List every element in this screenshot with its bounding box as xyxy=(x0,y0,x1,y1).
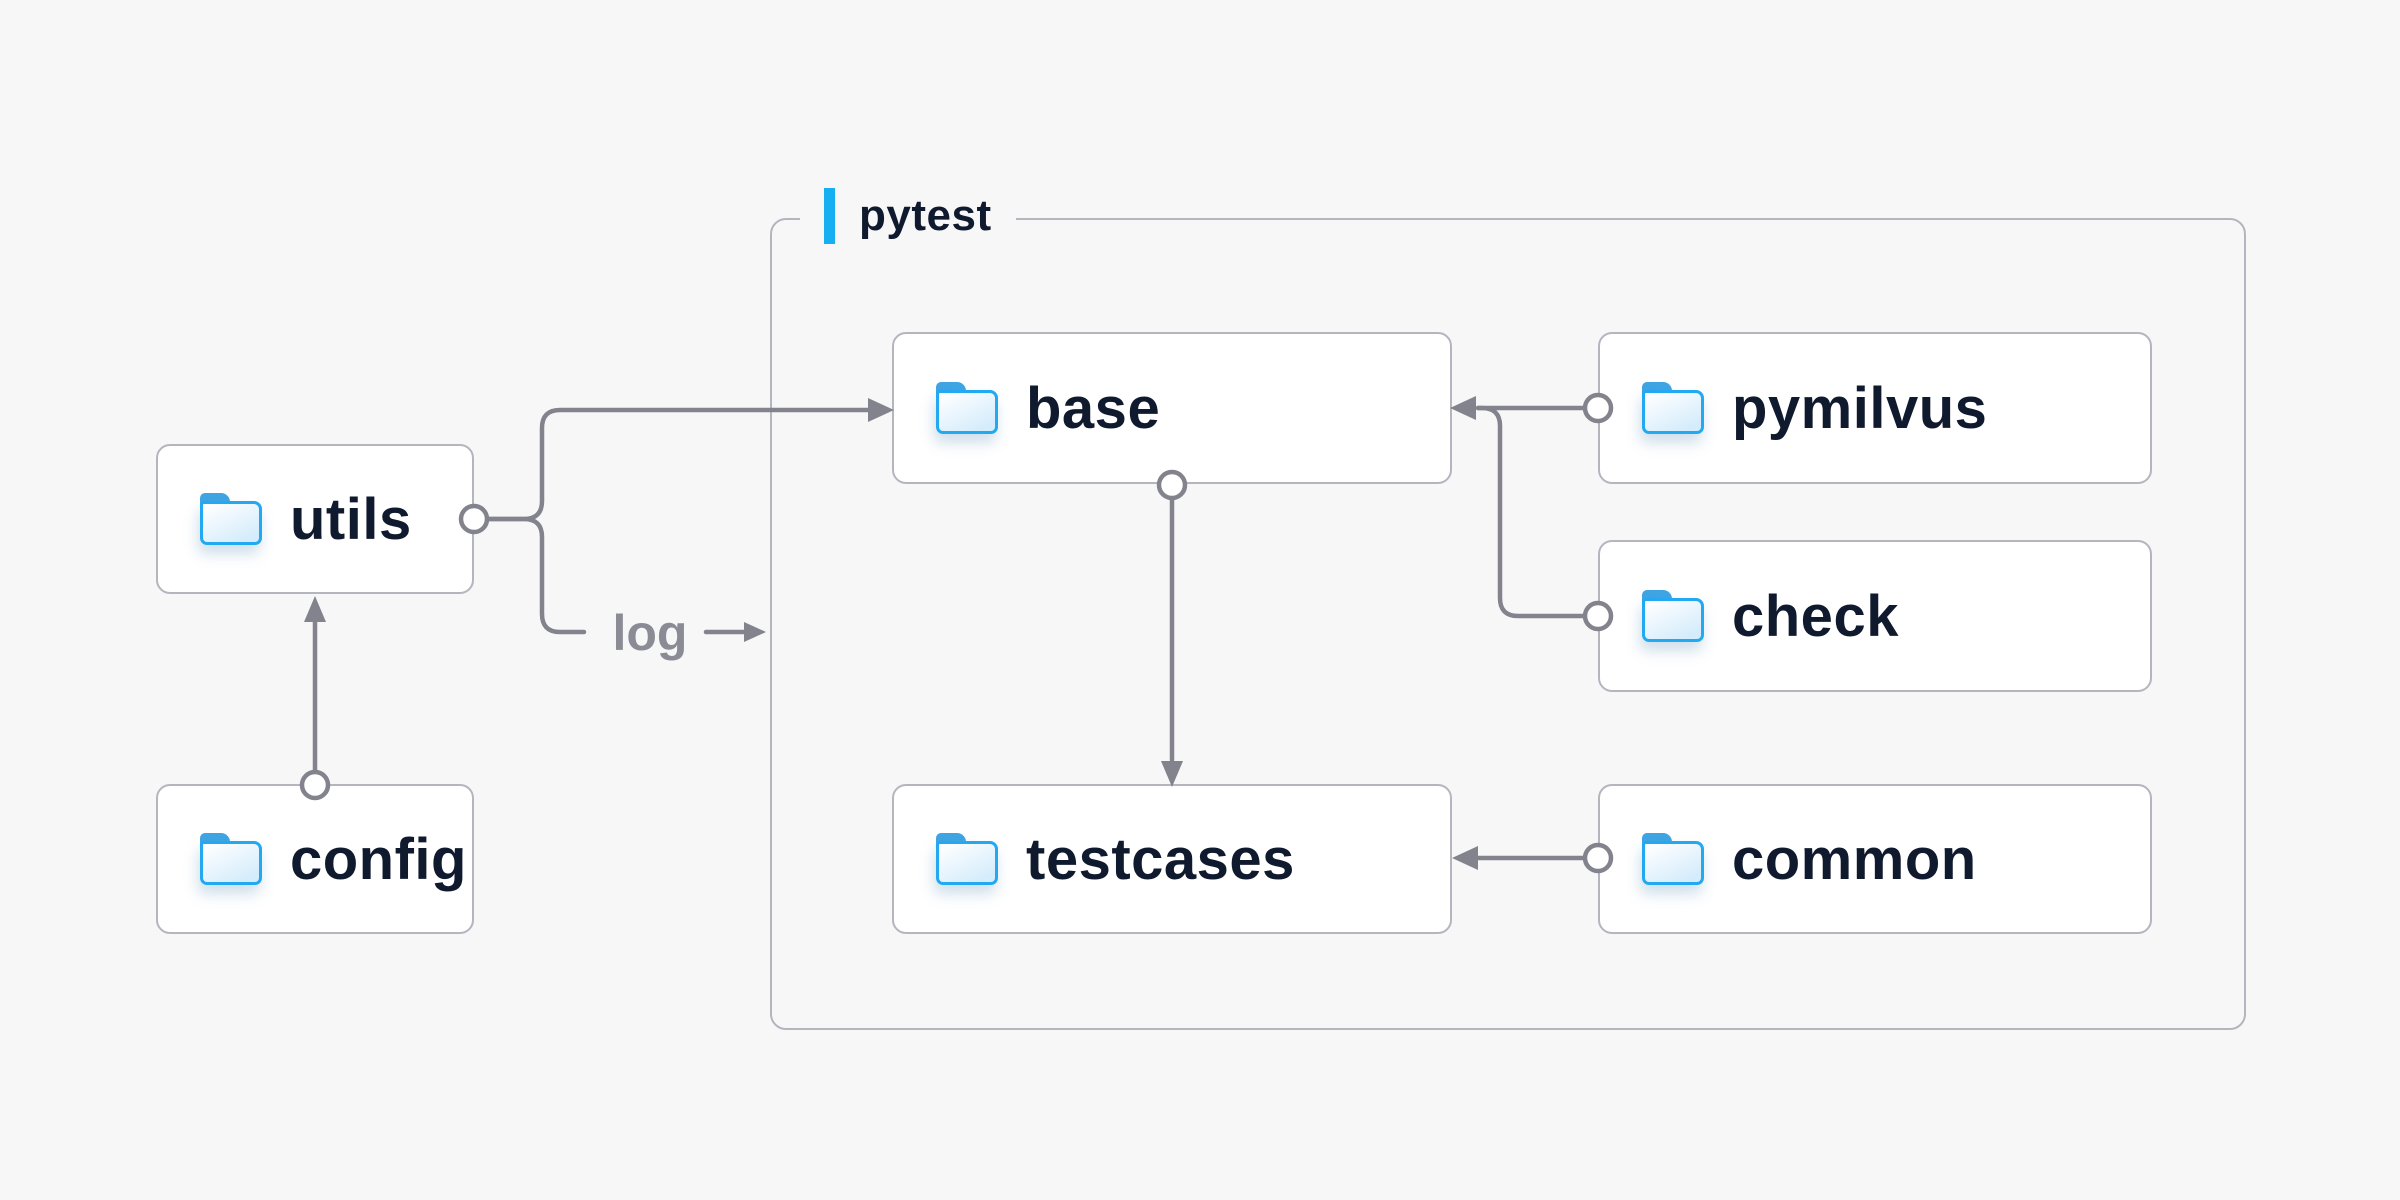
folder-body xyxy=(200,501,262,545)
pytest-group-frame xyxy=(770,218,2246,1030)
node-common: common xyxy=(1598,784,2152,934)
node-label: common xyxy=(1732,826,1977,892)
folder-icon xyxy=(1642,590,1704,642)
pytest-group-label: pytest xyxy=(800,184,1016,248)
node-label: check xyxy=(1732,583,1899,649)
folder-icon xyxy=(936,833,998,885)
edge-log-arrowhead xyxy=(744,622,766,642)
node-config: config xyxy=(156,784,474,934)
node-pymilvus: pymilvus xyxy=(1598,332,2152,484)
edge-label-log: log xyxy=(612,605,688,661)
node-label: utils xyxy=(290,486,412,552)
accent-bar xyxy=(824,188,835,244)
node-utils: utils xyxy=(156,444,474,594)
folder-body xyxy=(1642,390,1704,434)
node-label: pymilvus xyxy=(1732,375,1988,441)
folder-icon xyxy=(1642,833,1704,885)
folder-body xyxy=(1642,598,1704,642)
node-base: base xyxy=(892,332,1452,484)
folder-body xyxy=(936,841,998,885)
folder-body xyxy=(200,841,262,885)
node-label: config xyxy=(290,826,467,892)
folder-icon xyxy=(1642,382,1704,434)
folder-icon xyxy=(200,833,262,885)
folder-body xyxy=(1642,841,1704,885)
folder-icon xyxy=(200,493,262,545)
folder-body xyxy=(936,390,998,434)
pytest-group-title: pytest xyxy=(859,191,992,240)
folder-icon xyxy=(936,382,998,434)
edge-config-utils-arrowhead xyxy=(304,596,326,622)
node-label: base xyxy=(1026,375,1161,441)
node-check: check xyxy=(1598,540,2152,692)
edge-utils-log-line xyxy=(484,516,587,635)
node-label: testcases xyxy=(1026,826,1295,892)
node-testcases: testcases xyxy=(892,784,1452,934)
